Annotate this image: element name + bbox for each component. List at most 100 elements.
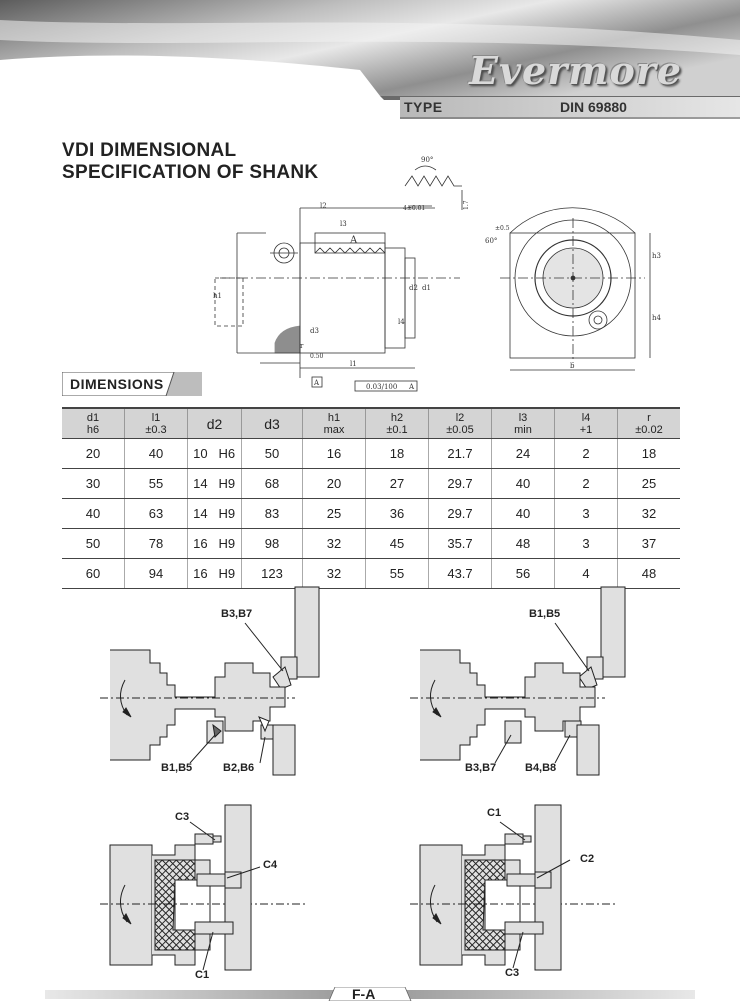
header-h2: h2±0.1 xyxy=(365,407,429,439)
dimensions-tag xyxy=(62,372,202,396)
cell-r: 48 xyxy=(617,558,680,589)
footer-bar xyxy=(45,987,695,1001)
cell-d2: 14 xyxy=(186,498,213,529)
cell-d2-tol: H9 xyxy=(212,558,242,589)
label-b1b5: B1,B5 xyxy=(161,762,192,774)
dimensions-label: DIMENSIONS xyxy=(70,376,164,392)
l2-label: l2 xyxy=(320,202,327,210)
shank-technical-drawing: 90° 4±0.01 1.7 A l3 l2 h1 d2 d1 d3 l4 r … xyxy=(213,156,662,392)
cell-h1: 32 xyxy=(302,528,366,559)
title-line-1: VDI DIMENSIONAL xyxy=(62,140,237,161)
title-line-2: SPECIFICATION OF SHANK xyxy=(62,162,319,183)
cell-d2: 10 xyxy=(186,438,213,469)
cell-r: 37 xyxy=(617,528,680,559)
cell-h2: 18 xyxy=(365,438,429,469)
tol2-label: ±0.5 xyxy=(495,225,510,232)
header-d3: d3 xyxy=(241,407,303,439)
cell-d2: 14 xyxy=(186,468,213,499)
table-row: 30 55 14 H9 68 20 27 29.7 40 2 25 xyxy=(62,468,680,499)
cell-h1: 16 xyxy=(302,438,366,469)
table-row: 60 94 16 H9 123 32 55 43.7 56 4 48 xyxy=(62,558,680,589)
cell-d3: 83 xyxy=(241,498,303,529)
cell-d2-tol: H9 xyxy=(212,468,242,499)
cell-h1: 25 xyxy=(302,498,366,529)
datum-label: 0.03/100 xyxy=(366,383,397,391)
r-label: r xyxy=(300,342,304,350)
label-c1: C1 xyxy=(487,807,501,819)
cell-l1: 94 xyxy=(124,558,188,589)
cell-d2-tol: H9 xyxy=(212,528,242,559)
d1-label: d1 xyxy=(422,284,431,292)
cell-l1: 78 xyxy=(124,528,188,559)
cell-d2-tol: H6 xyxy=(212,438,242,469)
datum-ref-label: A xyxy=(408,383,415,391)
cell-l2: 29.7 xyxy=(428,468,492,499)
cell-h2: 45 xyxy=(365,528,429,559)
cell-d2: 16 xyxy=(186,558,213,589)
cell-d1: 50 xyxy=(62,528,125,559)
cell-d3: 123 xyxy=(241,558,303,589)
label-c1: C1 xyxy=(195,969,209,980)
page-title: VDI DIMENSIONAL SPECIFICATION OF SHANK xyxy=(62,140,318,184)
cell-l1: 40 xyxy=(124,438,188,469)
label-c3: C3 xyxy=(175,811,189,823)
table-row: 20 40 10 H6 50 16 18 21.7 24 2 18 xyxy=(62,438,680,469)
front-view: b h3 h4 60° ±0.5 xyxy=(485,207,662,371)
angle-label: 90° xyxy=(421,156,433,164)
label-b3b7: B3,B7 xyxy=(221,608,252,620)
A-label: A xyxy=(349,235,358,246)
evermore-logo: Evermore xyxy=(469,48,682,93)
cell-l2: 29.7 xyxy=(428,498,492,529)
cell-l4: 4 xyxy=(554,558,618,589)
angle60-label: 60° xyxy=(485,237,497,245)
cell-d1: 40 xyxy=(62,498,125,529)
l3-label: l3 xyxy=(340,220,347,228)
header-l4: l4+1 xyxy=(554,407,618,439)
cell-l4: 3 xyxy=(554,498,618,529)
cell-l3: 48 xyxy=(491,528,555,559)
application-diagram-1: B3,B7 B1,B5 B2,B6 xyxy=(100,586,320,776)
cell-l4: 3 xyxy=(554,528,618,559)
cell-l3: 40 xyxy=(491,498,555,529)
label-c3: C3 xyxy=(505,967,519,979)
cell-d1: 20 xyxy=(62,438,125,469)
cell-d2-tol: H9 xyxy=(212,498,242,529)
cell-l3: 56 xyxy=(491,558,555,589)
header-l1: l1±0.3 xyxy=(124,407,188,439)
cell-h1: 32 xyxy=(302,558,366,589)
application-diagram-4: C1 C2 C3 xyxy=(410,804,615,979)
cell-l2: 21.7 xyxy=(428,438,492,469)
label-c4: C4 xyxy=(263,859,278,871)
serration-detail: 90° 4±0.01 1.7 xyxy=(403,156,470,212)
cell-l4: 2 xyxy=(554,438,618,469)
cell-r: 18 xyxy=(617,438,680,469)
label-c2: C2 xyxy=(580,853,594,865)
application-diagram-3: C3 C4 C1 xyxy=(100,804,305,980)
cell-h2: 55 xyxy=(365,558,429,589)
side-view: A l3 l2 h1 d2 d1 d3 l4 r 0.50 l1 A 0.03/… xyxy=(213,202,460,392)
cell-l2: 43.7 xyxy=(428,558,492,589)
h1-label: h1 xyxy=(213,292,222,300)
cell-l1: 63 xyxy=(124,498,188,529)
r050-label: 0.50 xyxy=(310,353,324,360)
label-b4b8: B4,B8 xyxy=(525,762,556,774)
header-r: r±0.02 xyxy=(617,407,680,439)
l1-label: l1 xyxy=(350,360,357,368)
label-b3b7: B3,B7 xyxy=(465,762,496,774)
b-label: b xyxy=(570,362,575,370)
label-b1b5: B1,B5 xyxy=(529,608,560,620)
cell-d1: 30 xyxy=(62,468,125,499)
header-d2: d2 xyxy=(187,407,242,439)
cell-l3: 40 xyxy=(491,468,555,499)
l4-label: l4 xyxy=(398,318,405,326)
cell-h1: 20 xyxy=(302,468,366,499)
cell-d3: 68 xyxy=(241,468,303,499)
cell-d3: 98 xyxy=(241,528,303,559)
cell-l4: 2 xyxy=(554,468,618,499)
d3-label: d3 xyxy=(310,327,319,335)
cell-r: 25 xyxy=(617,468,680,499)
page-number: F-A xyxy=(352,986,376,1002)
